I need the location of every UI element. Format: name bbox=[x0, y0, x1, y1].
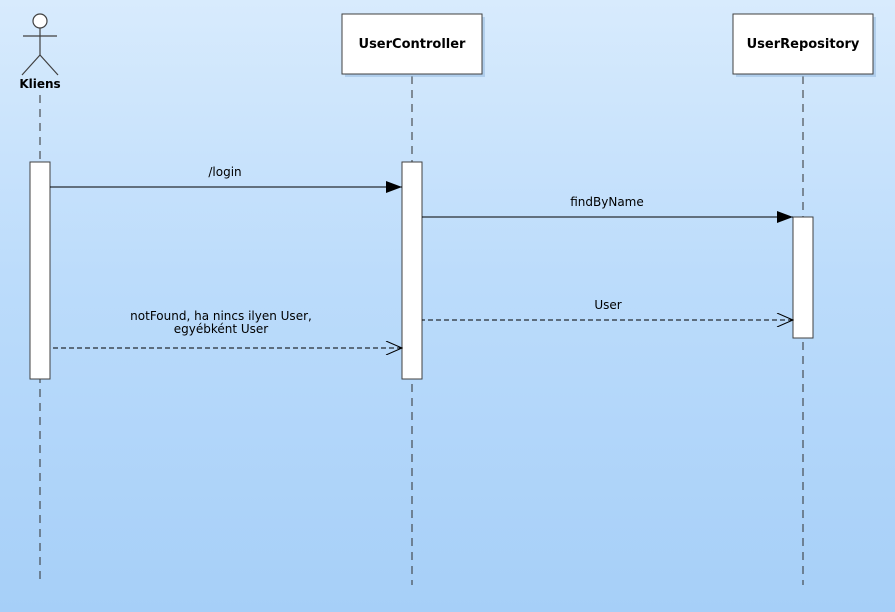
message-return-user[interactable]: User bbox=[422, 298, 793, 320]
message-label-return-user: User bbox=[594, 298, 621, 312]
activation-kliens bbox=[29, 161, 51, 380]
participant-box-usercontroller bbox=[341, 13, 483, 75]
participant-userrepository[interactable]: UserRepository bbox=[732, 13, 876, 77]
message-label-findbyname: findByName bbox=[570, 195, 644, 209]
participant-label-usercontroller: UserController bbox=[359, 37, 467, 52]
message-return-notfound[interactable]: notFound, ha nincs ilyen User, egyébként… bbox=[50, 309, 402, 348]
actor-label-kliens: Kliens bbox=[19, 77, 60, 91]
activation-userrepository bbox=[792, 216, 814, 339]
message-label-login: /login bbox=[208, 165, 241, 179]
message-label-return-notfound-line2: egyébként User bbox=[174, 322, 269, 336]
message-findbyname[interactable]: findByName bbox=[422, 195, 793, 223]
message-label-return-notfound-line1: notFound, ha nincs ilyen User, bbox=[130, 309, 312, 323]
activation-usercontroller bbox=[401, 161, 423, 380]
actor-kliens[interactable]: Kliens bbox=[19, 13, 61, 91]
participant-usercontroller[interactable]: UserController bbox=[341, 13, 485, 77]
participant-label-userrepository: UserRepository bbox=[747, 37, 860, 52]
participant-box-userrepository bbox=[732, 13, 874, 75]
message-login[interactable]: /login bbox=[50, 165, 402, 193]
stick-figure-icon bbox=[21, 13, 59, 76]
